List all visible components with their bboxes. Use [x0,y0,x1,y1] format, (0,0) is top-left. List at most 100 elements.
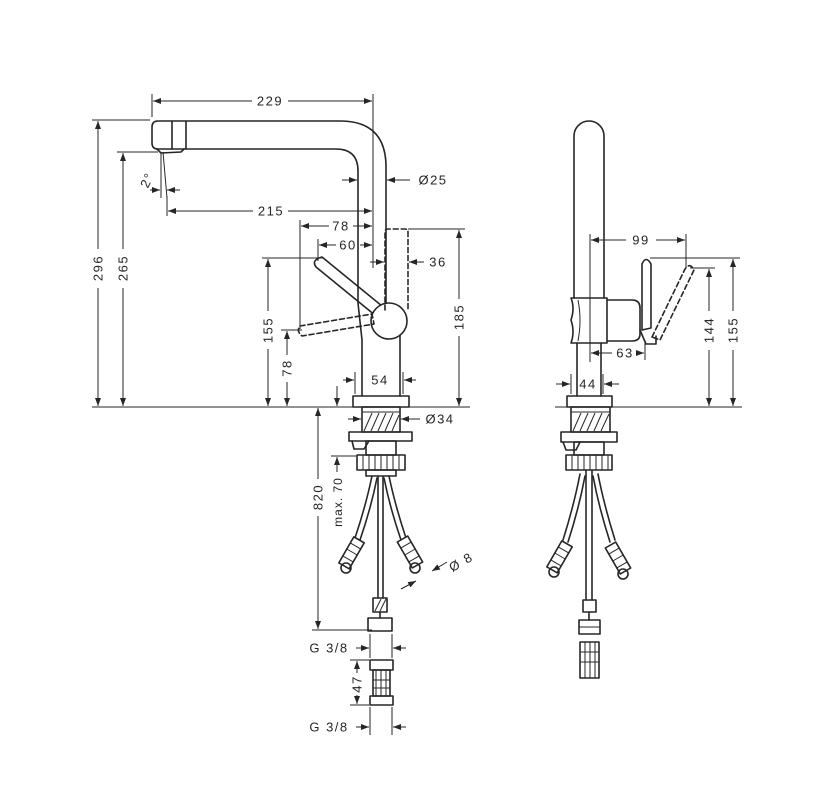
dim-label-o8: Ø 8 [446,549,476,575]
dim-144: 144 [690,267,717,406]
side-shank-thread [572,412,610,432]
dim-o34: Ø34 [348,412,454,427]
fitting-ribs [550,546,569,567]
mounting-plate [348,431,413,442]
dim-63: 63 [591,340,646,361]
dim-label-155-front: 155 [261,317,276,343]
lower-body [576,342,602,397]
fitting-ribs [342,542,361,563]
dim-label-max-70: max. 70 [331,477,345,527]
spout-top-edge [185,120,387,304]
adapter-hatch [373,670,390,696]
dim-78-vertical: 78 [280,329,302,406]
fitting-ribs [608,547,628,569]
spout-head [151,120,187,150]
side-right-fitting [604,541,632,575]
dim-label-296: 296 [91,255,106,281]
shank-thread [363,412,400,432]
handle-housing [606,299,641,342]
stud [365,440,397,456]
dim-arrow [431,561,448,572]
hose-collar [365,469,397,477]
dim-215: 215 [166,196,372,219]
adapter-top-nut [369,659,394,671]
dim-185: 185 [408,228,467,406]
dim-label-155-side: 155 [726,317,741,343]
dim-44: 44 [556,374,619,394]
left-fitting-cap [340,562,352,574]
body-block-contour [577,299,581,342]
dim-label-o34: Ø34 [425,412,454,427]
side-nut-grooves [571,455,609,470]
side-left-fitting [546,540,573,574]
dim-label-78-horizontal: 78 [332,219,349,234]
dim-label-185: 185 [452,304,467,330]
fitting-body [546,540,573,574]
left-hose [354,475,378,541]
dim-78-horizontal: 78 [299,219,372,329]
side-connector-hatch [580,642,599,678]
dim-2deg: 2° [137,151,180,199]
dim-820: 820 [311,408,372,631]
side-base-flange [566,395,613,408]
dim-155-side: 155 [650,257,741,406]
aerator [156,148,185,154]
dim-label-60: 60 [339,238,356,253]
adapter-bottom [369,695,394,706]
tilted-axis [162,151,168,199]
dim-label-g38-top: G 3/8 [309,641,348,656]
column [573,120,605,299]
dim-54: 54 [343,372,416,394]
right-hose [383,475,407,541]
front-view-faucet [151,120,410,408]
side-lever [641,258,652,331]
side-plate-bracket [562,441,581,451]
center-hose [377,475,384,599]
base-flange [352,395,410,408]
side-fixing-nut [565,454,613,471]
dim-max-70: max. 70 [331,386,356,527]
dim-label-44: 44 [579,377,596,392]
dim-arrow [400,580,417,590]
dim-155-front: 155 [261,257,322,406]
dim-label-o25: Ø25 [418,173,447,188]
dim-label-144: 144 [702,317,717,343]
dim-60: 60 [317,238,372,261]
lever-handle-raised [384,228,409,311]
dim-label-2deg: 2° [137,170,157,190]
right-hose-fitting [396,535,424,569]
side-threaded-shank [570,406,611,433]
side-right-hose [592,473,616,543]
lever-handle [313,256,383,317]
dim-label-229: 229 [257,94,283,109]
connector-nut [367,617,393,632]
dim-265: 265 [116,151,158,406]
dim-label-36: 36 [429,255,446,270]
dim-229: 229 [151,94,374,268]
fitting-ribs [400,541,420,563]
dim-label-820: 820 [311,484,326,510]
side-center-connector [582,599,597,613]
dim-47: 47 [350,659,369,706]
dim-99: 99 [589,233,687,362]
spout-bottom-edge [185,148,363,397]
right-fitting-cap [409,562,421,574]
left-hose-fitting [338,536,365,570]
lever-pivot-piece [639,329,657,345]
lever-handle-lowered [297,313,375,337]
body-block [570,297,608,344]
side-mounting-plate [560,431,618,443]
side-right-fitting-cap [617,568,629,580]
fitting-body [338,536,365,570]
dim-g38-top: G 3/8 [309,634,406,658]
threaded-shank [361,406,401,433]
dim-label-47: 47 [350,675,365,692]
dim-label-g38-bottom: G 3/8 [309,720,348,735]
thread-adapter [369,659,394,706]
side-left-fitting-cap [548,566,560,578]
dim-296: 296 [91,119,150,406]
dim-label-63: 63 [616,346,633,361]
dim-label-78-vertical: 78 [280,359,295,376]
side-left-hose [562,473,586,543]
